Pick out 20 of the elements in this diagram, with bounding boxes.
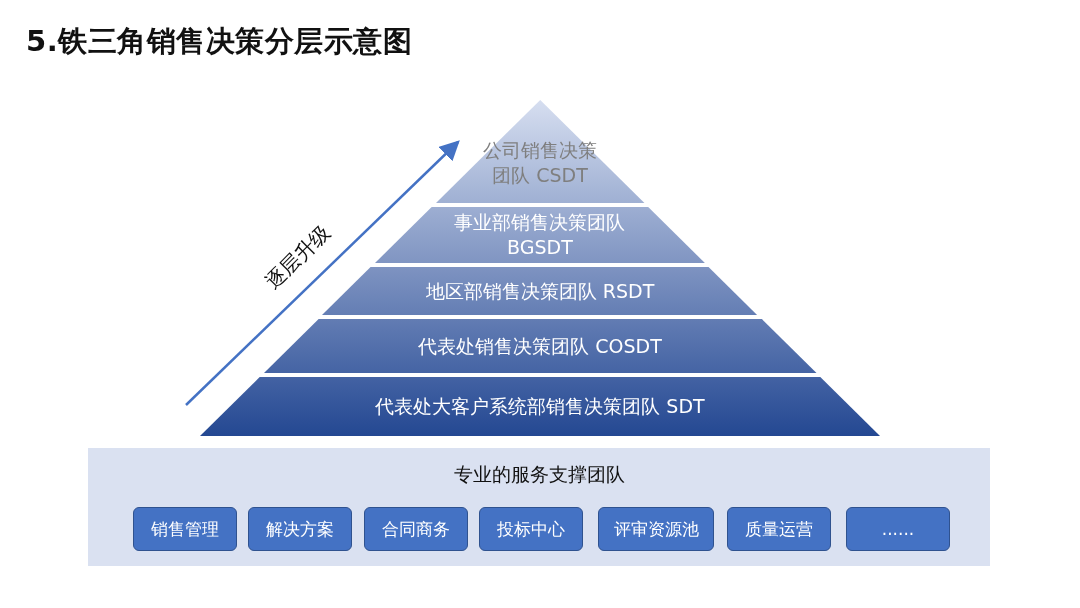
team-tag: ......	[846, 507, 950, 551]
tier-label: 代表处销售决策团队 COSDT	[418, 333, 662, 359]
team-tag: 合同商务	[364, 507, 468, 551]
team-tag: 投标中心	[479, 507, 583, 551]
pyramid-tier	[322, 267, 758, 315]
pyramid-tier	[435, 100, 645, 203]
direction-label: 逐层升级	[260, 219, 336, 296]
pyramid-tier	[200, 377, 880, 436]
slide-title: 5.铁三角销售决策分层示意图	[26, 23, 413, 60]
tier-label: 事业部销售决策团队 BGSDT	[453, 210, 627, 260]
team-tag: 销售管理	[133, 507, 237, 551]
team-tag: 质量运营	[727, 507, 831, 551]
pyramid-tier	[375, 207, 705, 263]
team-tag: 评审资源池	[598, 507, 714, 551]
tier-label: 代表处大客户系统部销售决策团队 SDT	[375, 394, 705, 419]
tier-label: 地区部销售决策团队 RSDT	[425, 278, 655, 304]
panel-title: 专业的服务支撑团队	[453, 462, 625, 487]
team-tag: 解决方案	[248, 507, 352, 551]
support-panel	[88, 448, 990, 566]
pyramid-tier	[263, 319, 817, 373]
